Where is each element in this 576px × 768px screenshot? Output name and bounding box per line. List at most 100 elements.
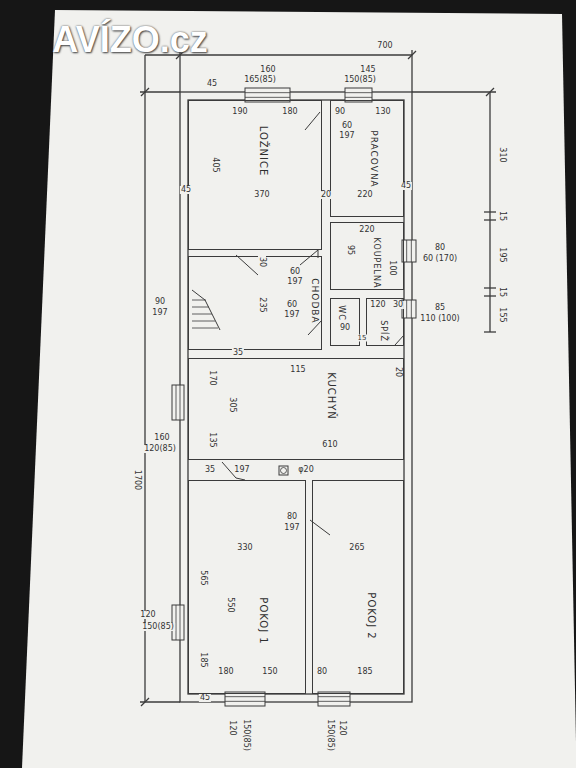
dimension-label: 197 bbox=[233, 466, 250, 474]
dimension-label: 15 bbox=[357, 335, 368, 342]
dimension-tick bbox=[484, 219, 496, 220]
dimension-label: 130 bbox=[374, 108, 391, 116]
door-swing bbox=[236, 255, 258, 275]
window-pane bbox=[245, 97, 290, 98]
dimension-label: 60 bbox=[286, 301, 298, 309]
stair-tread bbox=[192, 307, 209, 308]
window-pane bbox=[225, 701, 265, 702]
dimension-label: 20 bbox=[394, 366, 402, 378]
dimension-label: 80 bbox=[316, 668, 328, 676]
dimension-label: 90 bbox=[334, 108, 346, 116]
dimension-label: 150 bbox=[261, 668, 278, 676]
stair-tread bbox=[192, 321, 215, 322]
window-pane bbox=[225, 696, 265, 697]
window-pane bbox=[345, 92, 372, 93]
room-name: LOŽNICE bbox=[258, 126, 268, 177]
dimension-label: 235 bbox=[258, 296, 266, 313]
window bbox=[402, 300, 416, 318]
inner-wall bbox=[188, 100, 404, 694]
dimension-label: 15 bbox=[498, 210, 506, 222]
dimension-label: 95 bbox=[346, 244, 354, 256]
dimension-label: 405 bbox=[211, 156, 219, 173]
window-pane bbox=[180, 605, 181, 640]
stair-tread bbox=[192, 314, 212, 315]
dimension-label: 20 bbox=[320, 191, 332, 199]
dimension-label: 185 bbox=[199, 651, 207, 668]
dimension-label: 197 bbox=[151, 309, 168, 317]
dimension-tick bbox=[484, 295, 496, 296]
dimension-label: 220 bbox=[356, 191, 373, 199]
dimension-label: 160 bbox=[259, 66, 276, 74]
dimension-label: 85 bbox=[434, 304, 446, 312]
room-outline: PRACOVNA bbox=[330, 100, 404, 217]
dimension-label: 45 bbox=[206, 80, 218, 88]
room-name: POKOJ 1 bbox=[258, 597, 268, 644]
window-pane bbox=[411, 240, 412, 262]
window-pane bbox=[411, 300, 412, 318]
dimension-label: 45 bbox=[400, 182, 412, 190]
dimension-label: 195 bbox=[498, 246, 506, 263]
room-name: CHODBA bbox=[310, 278, 319, 323]
window-pane bbox=[176, 385, 177, 420]
dimension-label: 155 bbox=[498, 306, 506, 323]
dimension-label: 197 bbox=[338, 132, 355, 140]
dimension-label: 265 bbox=[348, 544, 365, 552]
window bbox=[172, 385, 184, 420]
dimension-tick bbox=[486, 88, 494, 96]
room-outline: CHODBA bbox=[188, 256, 322, 350]
dimension-label: 197 bbox=[286, 278, 303, 286]
dimension-label: 120 bbox=[228, 719, 236, 736]
window-pane bbox=[345, 97, 372, 98]
dimension-label: 30 bbox=[392, 301, 404, 309]
watermark: AVÍZO.cz bbox=[52, 22, 207, 58]
window-pane bbox=[180, 385, 181, 420]
room-name: KUCHYŇ bbox=[326, 372, 336, 420]
room-name: WC bbox=[337, 305, 345, 321]
dimension-label: 197 bbox=[283, 311, 300, 319]
room-outline: POKOJ 2 bbox=[312, 480, 404, 694]
dimension-label: 550 bbox=[226, 596, 234, 613]
dimension-label: 170 bbox=[208, 369, 216, 386]
window-pane bbox=[318, 701, 350, 702]
dimension-label: 110 (100) bbox=[419, 315, 460, 323]
dimension-label: 165(85) bbox=[243, 76, 277, 84]
dimension-label: 150(85) bbox=[242, 718, 250, 752]
dimension-label: 180 bbox=[281, 108, 298, 116]
dimension-label: 120 bbox=[369, 301, 386, 309]
dimension-label: 330 bbox=[236, 544, 253, 552]
dimension-label: 1700 bbox=[133, 469, 141, 491]
dimension-label: 80 bbox=[434, 244, 446, 252]
stair-line bbox=[192, 290, 220, 330]
paper-sheet bbox=[22, 10, 576, 768]
room-outline: LOŽNICE bbox=[188, 100, 322, 250]
dimension-label: 35 bbox=[232, 349, 244, 357]
outer-wall bbox=[180, 92, 412, 702]
dimension-label: 370 bbox=[253, 191, 270, 199]
dimension-label: 185 bbox=[356, 668, 373, 676]
door-swing bbox=[305, 112, 320, 130]
dimension-label: 700 bbox=[376, 42, 393, 50]
dimension-line bbox=[144, 55, 145, 702]
dimension-label: 610 bbox=[321, 441, 338, 449]
window-pane bbox=[406, 300, 407, 318]
chimney bbox=[279, 466, 288, 475]
dimension-label: 90 bbox=[154, 298, 166, 306]
dimension-label: 60 bbox=[289, 268, 301, 276]
dimension-tick bbox=[484, 211, 496, 212]
dimension-label: 197 bbox=[283, 524, 300, 532]
dimension-label: 150(85) bbox=[141, 623, 175, 631]
dimension-label: 145 bbox=[359, 66, 376, 74]
dimension-label: 120(85) bbox=[143, 445, 177, 453]
window-pane bbox=[318, 696, 350, 697]
dimension-label: 80 bbox=[286, 513, 298, 521]
dimension-label: 120 bbox=[338, 719, 346, 736]
dimension-label: 100 bbox=[388, 259, 396, 276]
dimension-label: 30 bbox=[258, 256, 266, 268]
door-swing bbox=[310, 520, 330, 535]
window bbox=[402, 240, 416, 262]
room-name: POKOJ 2 bbox=[366, 592, 376, 639]
dimension-label: 150(85) bbox=[343, 76, 377, 84]
dimension-label: 115 bbox=[289, 366, 306, 374]
dimension-label: 15 bbox=[498, 286, 506, 298]
